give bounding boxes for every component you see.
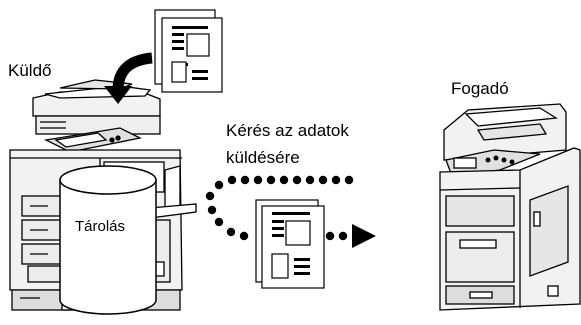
request-label-line1: Kérés az adatok bbox=[226, 121, 349, 140]
curved-arrow-icon bbox=[104, 52, 153, 104]
document-icon bbox=[154, 9, 223, 93]
receiver-mfp-icon bbox=[439, 103, 581, 311]
storage-cylinder-icon bbox=[59, 165, 157, 315]
document-icon bbox=[255, 199, 325, 289]
storage-label: Tárolás bbox=[75, 218, 126, 235]
request-label-line2: küldésére bbox=[226, 148, 300, 167]
dotted-arrow-icon bbox=[205, 175, 376, 248]
sender-label: Küldő bbox=[8, 61, 52, 80]
receiver-label: Fogadó bbox=[451, 79, 509, 98]
